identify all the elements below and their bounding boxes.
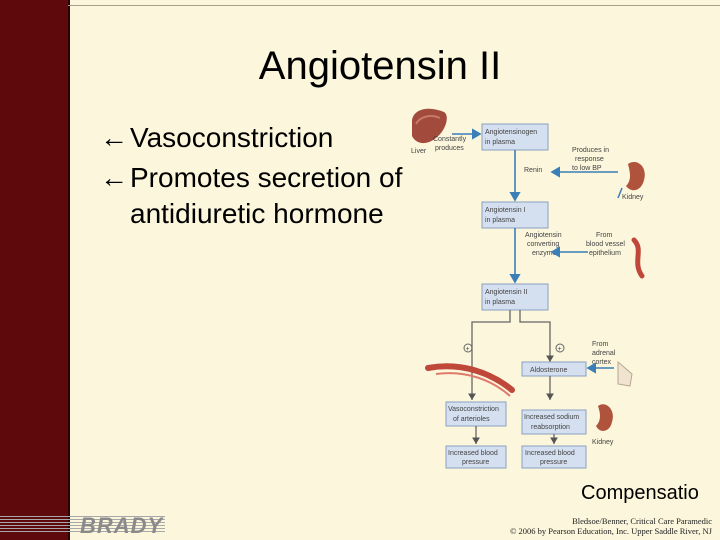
sidebar-band [0, 0, 68, 540]
produces-line3: to low BP [572, 165, 602, 172]
credit-line: Bledsoe/Benner, Critical Care Paramedic … [452, 516, 712, 536]
compensation-label: Compensatio [581, 482, 699, 504]
ang2-line1: Angiotensin II [485, 289, 527, 296]
angiotensinogen-line1: Angiotensinogen [485, 129, 537, 136]
branch-right [519, 310, 554, 362]
blood-vessel-icon [631, 237, 645, 279]
branch-left [468, 310, 511, 400]
credit-text-1: Bledsoe/Benner, Critical Care Paramedic [572, 516, 712, 526]
liver-icon [412, 108, 447, 144]
bullet-continuation: antidiuretic hormone [130, 198, 384, 229]
ang1-line2: in plasma [485, 217, 515, 224]
bp-box-left [445, 445, 507, 469]
bullet-item: ← Vasoconstriction [100, 118, 460, 158]
logo-text: BRADY [80, 513, 164, 538]
brady-logo: BRADY [0, 513, 170, 538]
ace-line1: Angiotensin [525, 232, 562, 239]
adrenal-gland-icon [617, 360, 633, 387]
diagram-svg: Liver Constantly produces Angiotensinoge… [411, 108, 645, 469]
top-rule [68, 5, 720, 6]
vasoconstriction-line2: of arterioles [453, 416, 490, 423]
vasoconstriction-line1: Vasoconstriction [448, 406, 499, 413]
ace-line3: enzyme [532, 250, 557, 257]
bullet-list: ← Vasoconstriction ← Promotes secretion … [100, 118, 460, 234]
kidney-icon [617, 161, 645, 199]
produces-line1: Produces in [572, 147, 609, 154]
liver-label: Liver [411, 148, 427, 155]
sodium-line2: reabsorption [531, 424, 570, 431]
angiotensinogen-box [481, 123, 549, 151]
bullet-item: ← Promotes secretion of [100, 158, 460, 198]
slide-title: Angiotensin II [258, 44, 502, 88]
plus-right: + [558, 346, 562, 353]
angiotensin-i-box [481, 201, 549, 229]
left-arrow-icon: ← [100, 162, 128, 193]
ang1-line1: Angiotensin I [485, 207, 526, 214]
credit-text-2: © 2006 by Pearson Education, Inc. Upper … [509, 526, 712, 536]
angiotensin-ii-box [481, 283, 549, 311]
logo-stripes [0, 516, 165, 534]
adrenal-line2: adrenal [592, 350, 616, 357]
vessel-line3: epithelium [589, 250, 621, 257]
renin-angiotensin-diagram: Liver Constantly produces Angiotensinoge… [400, 100, 720, 480]
angiotensinogen-line2: in plasma [485, 139, 515, 146]
sidebar-edge [68, 0, 70, 540]
produces-line2: response [575, 156, 604, 163]
bp-left-line1: Increased blood [448, 450, 498, 457]
ang2-line2: in plasma [485, 299, 515, 306]
aldosterone-box [521, 361, 587, 377]
plus-icon [463, 343, 473, 353]
kidney-label-1: Kidney [622, 194, 644, 201]
ace-line2: converting [527, 241, 559, 248]
sodium-reabsorption-box [521, 409, 587, 435]
vessel-line1: From [596, 232, 613, 239]
sodium-line1: Increased sodium [524, 414, 579, 421]
bp-box-right [521, 445, 587, 469]
arteriole-icon [425, 363, 515, 393]
adrenal-line1: From [592, 341, 609, 348]
bp-right-line2: pressure [540, 459, 567, 466]
plus-left: + [466, 346, 470, 353]
vessel-line2: blood vessel [586, 241, 625, 248]
kidney-label-2: Kidney [592, 439, 614, 446]
constantly-produces-1: Constantly [433, 136, 467, 143]
aldosterone-label: Aldosterone [530, 367, 567, 374]
kidney-icon [596, 404, 613, 431]
renin-label: Renin [524, 167, 542, 174]
bp-right-line1: Increased blood [525, 450, 575, 457]
vasoconstriction-box [445, 401, 507, 427]
plus-icon [555, 343, 565, 353]
left-arrow-icon: ← [100, 122, 128, 153]
adrenal-line3: cortex [592, 359, 612, 366]
bullet-text: Promotes secretion of [130, 162, 403, 193]
bullet-text: Vasoconstriction [130, 122, 334, 153]
bp-left-line2: pressure [462, 459, 489, 466]
constantly-produces-2: produces [435, 145, 464, 152]
